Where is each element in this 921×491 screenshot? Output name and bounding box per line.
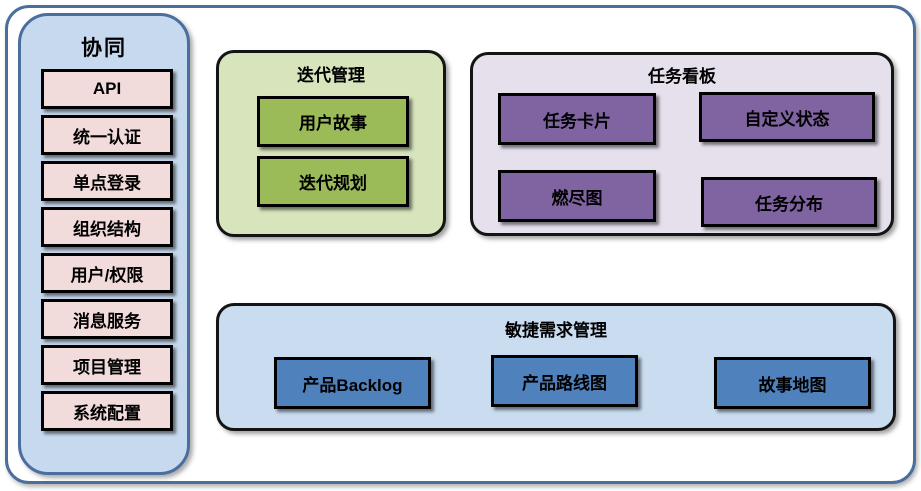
task-kanban-panel: 任务看板 任务卡片 自定义状态 燃尽图 任务分布 [470, 52, 894, 236]
iteration-item-user-story: 用户故事 [257, 96, 409, 147]
sidebar-item-message-service: 消息服务 [41, 299, 173, 339]
sidebar-item-user-permissions: 用户/权限 [41, 253, 173, 293]
agile-item-product-backlog: 产品Backlog [274, 357, 431, 409]
iteration-management-panel: 迭代管理 用户故事 迭代规划 [216, 50, 446, 237]
sidebar-item-org-structure: 组织结构 [41, 207, 173, 247]
agile-item-product-roadmap: 产品路线图 [491, 355, 638, 407]
sidebar-item-system-config: 系统配置 [41, 391, 173, 431]
kanban-item-task-distribution: 任务分布 [701, 177, 877, 227]
kanban-item-custom-status: 自定义状态 [699, 92, 875, 142]
collaboration-panel: 协同 API 统一认证 单点登录 组织结构 用户/权限 消息服务 项目管理 系统… [18, 13, 190, 475]
collaboration-panel-title: 协同 [81, 37, 127, 60]
agile-requirement-panel: 敏捷需求管理 产品Backlog 产品路线图 故事地图 [216, 303, 896, 431]
sidebar-item-api: API [41, 69, 173, 109]
agile-item-story-map: 故事地图 [714, 357, 871, 409]
iteration-management-title: 迭代管理 [297, 66, 365, 85]
kanban-item-task-card: 任务卡片 [498, 93, 656, 145]
kanban-item-burndown-chart: 燃尽图 [498, 170, 656, 222]
iteration-item-iteration-planning: 迭代规划 [257, 156, 409, 207]
sidebar-item-project-management: 项目管理 [41, 345, 173, 385]
sidebar-item-sso: 单点登录 [41, 161, 173, 201]
sidebar-item-unified-auth: 统一认证 [41, 115, 173, 155]
agile-requirement-title: 敏捷需求管理 [505, 321, 607, 340]
outer-frame: 协同 API 统一认证 单点登录 组织结构 用户/权限 消息服务 项目管理 系统… [5, 5, 916, 484]
task-kanban-title: 任务看板 [648, 67, 716, 86]
